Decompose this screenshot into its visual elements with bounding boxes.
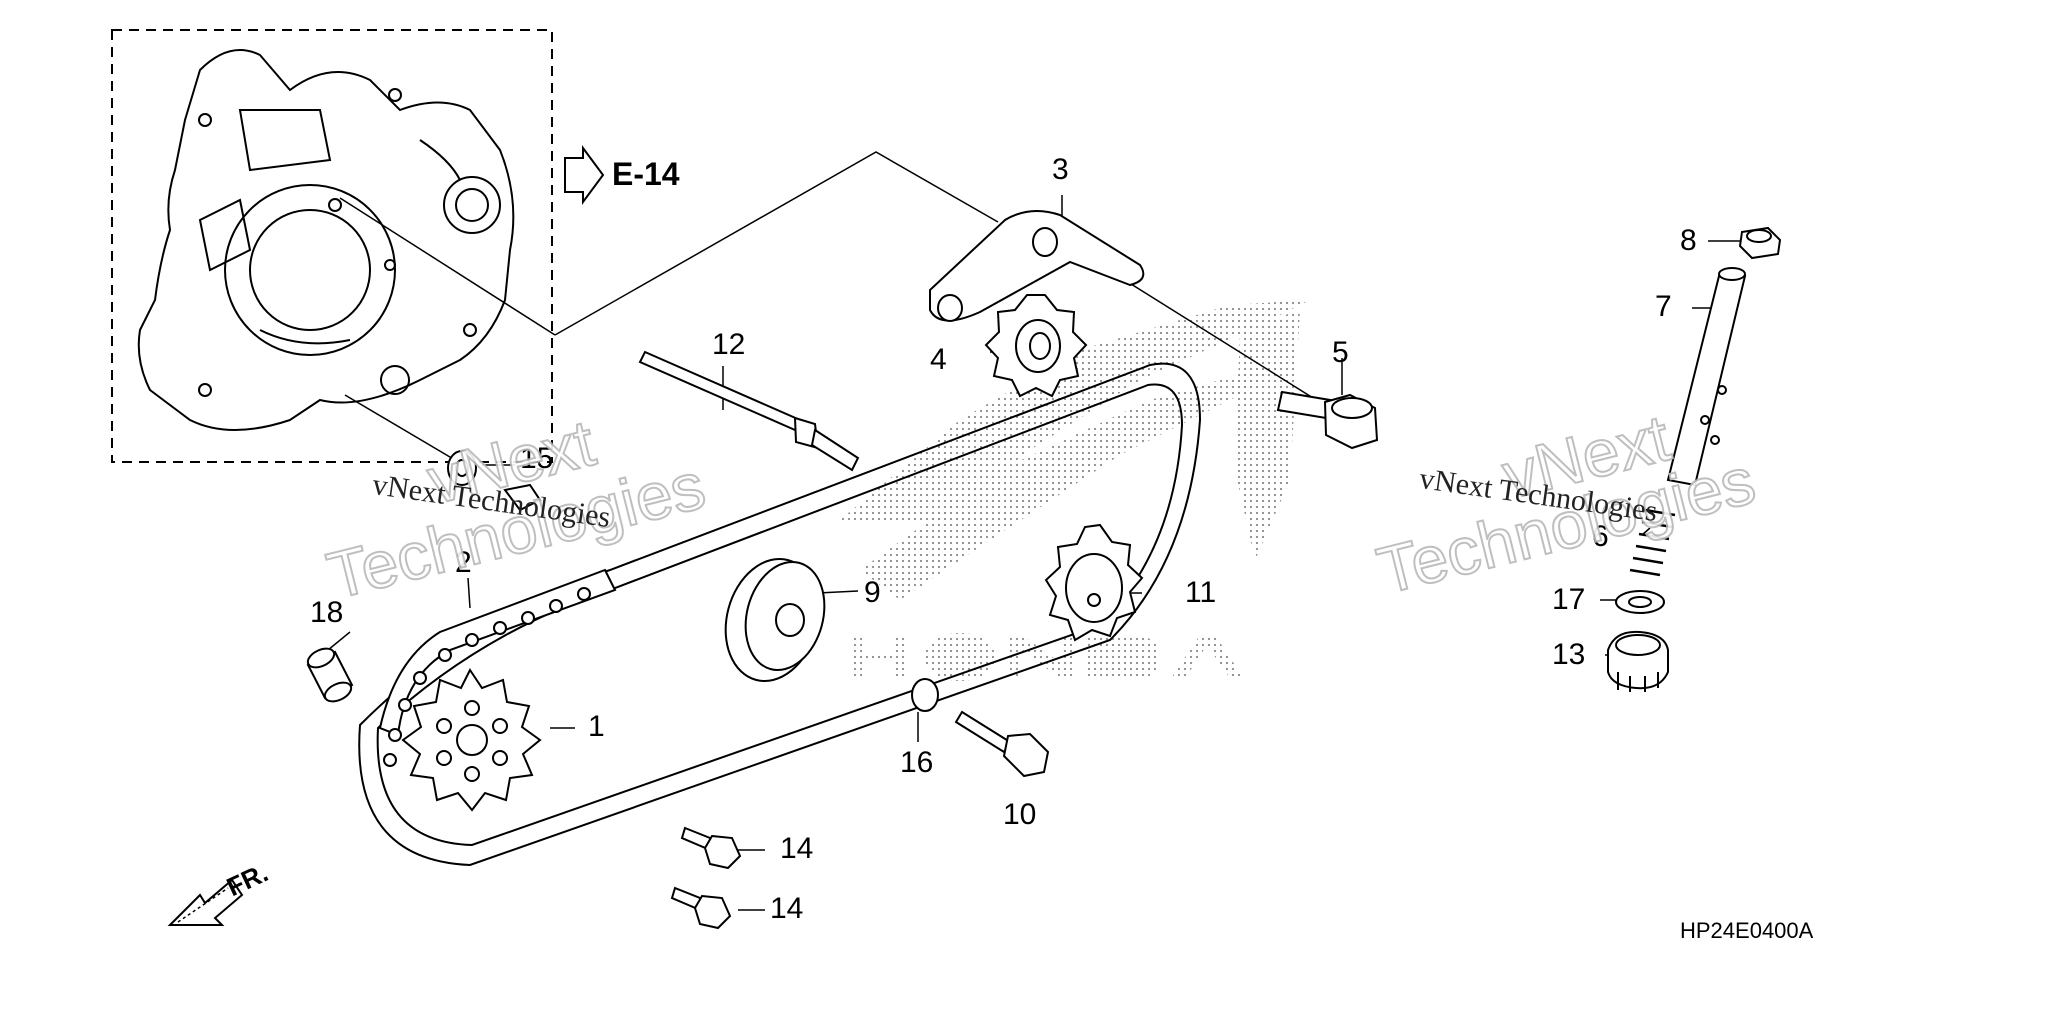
- spring-part-6: [1629, 508, 1676, 577]
- sprocket-part-11: [1044, 523, 1144, 642]
- bolt-part-8: [1738, 226, 1782, 260]
- washer-part-15: [447, 450, 477, 486]
- collar-part-18: [306, 647, 354, 703]
- sprocket-part-1: [401, 668, 542, 812]
- reference-label-e14: E-14: [612, 156, 680, 192]
- callout-part-17: 17: [1552, 583, 1586, 616]
- callout-part-14-upper: 14: [780, 832, 814, 865]
- bolt-part-10: [954, 710, 1050, 778]
- callout-part-1: 1: [588, 710, 605, 743]
- callout-part-18: 18: [310, 596, 344, 629]
- washer-part-16: [911, 678, 939, 712]
- callout-part-12: 12: [712, 328, 746, 361]
- diagram-code: HP24E0400A: [1680, 918, 1814, 943]
- callout-part-10: 10: [1003, 798, 1037, 831]
- callout-part-4: 4: [930, 343, 947, 376]
- callout-part-2: 2: [455, 546, 472, 579]
- bolt-near-15: [503, 483, 542, 512]
- callout-part-9: 9: [864, 576, 881, 609]
- callout-part-13: 13: [1552, 638, 1586, 671]
- callout-part-6: 6: [1592, 520, 1609, 553]
- crankcase-cover-drawing: [137, 49, 515, 431]
- tensioner-tube-part-7: [1666, 267, 1747, 487]
- reference-arrow-icon: [564, 144, 605, 206]
- callout-part-3: 3: [1052, 153, 1069, 186]
- washer-part-17: [1615, 590, 1665, 614]
- callout-part-7: 7: [1655, 290, 1672, 323]
- crankcase-dashed-box: [111, 29, 553, 463]
- chain-links: [378, 568, 617, 767]
- honda-letters: [850, 633, 1245, 681]
- callout-part-15: 15: [520, 442, 554, 475]
- chain-guide-plate-part-3: [929, 210, 1145, 322]
- callout-part-5: 5: [1332, 336, 1349, 369]
- bolt-part-14-upper: [680, 826, 742, 870]
- callout-part-14-lower: 14: [770, 892, 804, 925]
- bolt-part-5: [1276, 390, 1379, 450]
- tensioner-roller-part-9: [724, 557, 826, 683]
- pivot-shaft-part-12: [638, 350, 860, 472]
- callout-part-16: 16: [900, 746, 934, 779]
- callout-part-8: 8: [1680, 224, 1697, 257]
- sprocket-part-4: [984, 294, 1088, 398]
- sealing-bolt-part-13: [1607, 630, 1669, 692]
- callout-part-11: 11: [1185, 576, 1217, 609]
- bolt-part-14-lower: [670, 886, 732, 930]
